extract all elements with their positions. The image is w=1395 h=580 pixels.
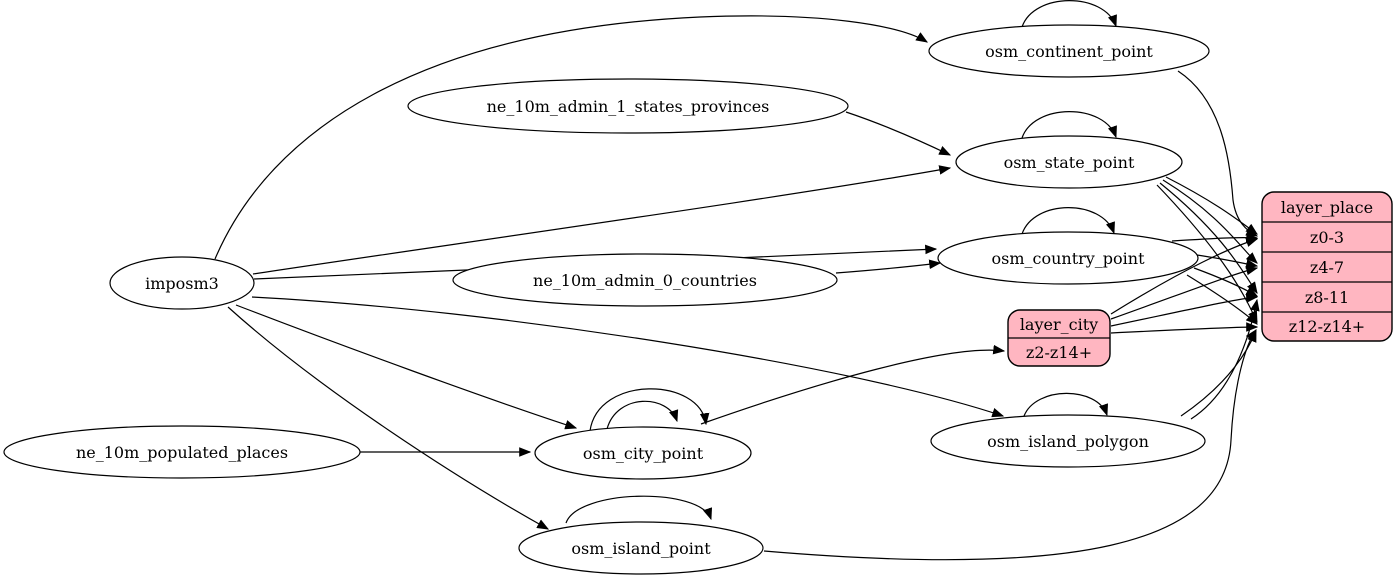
node-osm_continent_point: osm_continent_point (928, 24, 1210, 78)
node-layer_city-title: layer_city (1020, 315, 1098, 334)
node-layer_place-row-z0-3: z0-3 (1310, 228, 1344, 247)
node-ne_10m_admin_0_countries-shape (452, 253, 838, 307)
selfloop-osm_country_point (1021, 207, 1115, 235)
node-ne_10m_populated_places: ne_10m_populated_places (3, 425, 361, 479)
node-osm_island_polygon-label: osm_island_polygon (987, 432, 1149, 451)
edge-layer_city-layer_place-z0-3 (1110, 237, 1259, 315)
edge-osm_state_point-layer_place-z0-3 (1165, 176, 1258, 235)
node-osm_island_polygon: osm_island_polygon (930, 414, 1206, 468)
node-osm_country_point-label: osm_country_point (991, 249, 1145, 268)
edge-layer_city-layer_place-z4-7 (1110, 265, 1259, 320)
node-layer_place-row-z12-z14: z12-z14+ (1289, 317, 1365, 336)
node-osm_continent_point-shape (928, 24, 1210, 78)
node-layer_place-box (1261, 191, 1393, 342)
selfloop-osm_state_point (1021, 111, 1117, 139)
node-osm_state_point: osm_state_point (955, 135, 1183, 189)
node-osm_city_point: osm_city_point (534, 426, 752, 480)
edge-imposm3-osm_island_point (227, 306, 550, 530)
node-layer_place-row-z8-11: z8-11 (1305, 288, 1349, 307)
edge-osm_country_point-layer_place-z4-7 (1196, 254, 1259, 269)
edge-layer_city-layer_place-z8-11 (1110, 293, 1259, 327)
selfloop-osm_city_point-inner (606, 400, 679, 430)
node-ne_10m_populated_places-label: ne_10m_populated_places (76, 443, 288, 462)
node-layer_place-title: layer_place (1281, 198, 1373, 217)
node-ne_10m_populated_places-shape (3, 425, 361, 479)
edge-imposm3-osm_city_point (235, 304, 578, 430)
edges-layer (214, 0, 1260, 561)
node-osm_island_point: osm_island_point (518, 521, 764, 575)
node-osm_city_point-label: osm_city_point (583, 444, 704, 463)
edge-osm_state_point-layer_place-z8-11 (1159, 182, 1258, 294)
edge-osm_island_polygon-layer_place-z8-11 (1190, 298, 1260, 420)
selfloop-osm_island_polygon (1023, 392, 1108, 417)
node-layer_city-row-z2-z14: z2-z14+ (1026, 343, 1092, 362)
edge-osm_island_point-layer_place-z12-z14 (763, 329, 1257, 561)
edge-osm_city_point-layer_city (700, 344, 1006, 425)
node-osm_state_point-label: osm_state_point (1004, 153, 1135, 172)
node-layer_city: layer_city z2-z14+ (1007, 309, 1111, 367)
node-ne_10m_admin_1_states_provinces-label: ne_10m_admin_1_states_provinces (487, 97, 770, 116)
edge-osm_continent_point-layer_place-z0-3 (1177, 70, 1259, 237)
node-osm_country_point: osm_country_point (937, 231, 1199, 285)
selfloop-osm_city_point-outer (589, 388, 710, 432)
node-imposm3-label: imposm3 (145, 274, 219, 293)
node-ne_10m_admin_0_countries: ne_10m_admin_0_countries (452, 253, 838, 307)
edge-imposm3-osm_state_point (252, 165, 952, 275)
node-layer_place: layer_place z0-3 z4-7 z8-11 z12-z14+ (1261, 191, 1393, 342)
node-ne_10m_admin_1_states_provinces: ne_10m_admin_1_states_provinces (407, 78, 849, 134)
edge-imposm3-osm_island_polygon (251, 296, 1005, 418)
node-imposm3-shape (109, 256, 255, 310)
edge-ne_10m_admin_1_states_provinces-osm_state_point (845, 111, 952, 156)
node-osm_state_point-shape (955, 135, 1183, 189)
edge-osm_country_point-layer_place-z0-3 (1171, 232, 1259, 243)
node-osm_continent_point-label: osm_continent_point (985, 42, 1153, 61)
node-osm_island_point-label: osm_island_point (571, 539, 711, 558)
edge-osm_state_point-layer_place-z12-z14 (1156, 184, 1258, 324)
edge-imposm3-osm_continent_point (214, 15, 929, 260)
selfloop-osm_continent_point (1021, 0, 1117, 28)
node-osm_island_polygon-shape (930, 414, 1206, 468)
node-imposm3: imposm3 (109, 256, 255, 310)
node-osm_island_point-shape (518, 521, 764, 575)
node-layer_place-row-z4-7: z4-7 (1310, 258, 1344, 277)
node-osm_country_point-shape (937, 231, 1199, 285)
edge-osm_country_point-layer_place-z8-11 (1193, 267, 1259, 297)
node-ne_10m_admin_0_countries-label: ne_10m_admin_0_countries (533, 271, 757, 290)
edge-osm_state_point-layer_place-z4-7 (1162, 179, 1258, 264)
edge-osm_country_point-layer_place-z12-z14 (1186, 274, 1258, 325)
edge-layer_city-layer_place-z12-z14 (1110, 322, 1259, 334)
node-osm_city_point-shape (534, 426, 752, 480)
edge-ne_10m_admin_0_countries-osm_country_point (835, 259, 942, 274)
selfloop-osm_island_point (565, 495, 712, 524)
node-ne_10m_admin_1_states_provinces-shape (407, 78, 849, 134)
